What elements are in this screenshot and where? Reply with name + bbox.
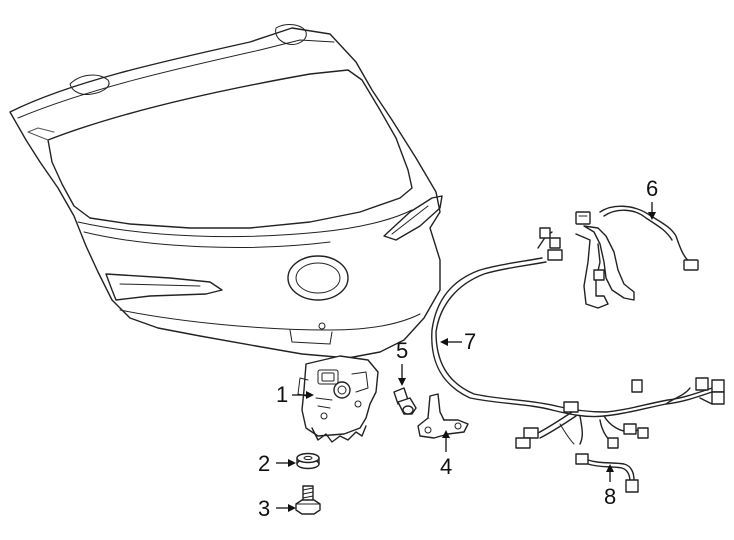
callout-number: 1 (276, 382, 288, 407)
harness-upper (537, 205, 699, 309)
callout-1: 1 (276, 382, 314, 407)
callout-2: 2 (258, 451, 296, 476)
callout-4: 4 (440, 430, 452, 479)
harness-main (431, 257, 725, 449)
callout-number: 8 (604, 484, 616, 509)
callout-number: 7 (464, 329, 476, 354)
bolt (295, 485, 321, 515)
grommet (296, 452, 320, 470)
striker-bracket (417, 393, 469, 439)
liftgate-panel (9, 24, 443, 359)
callout-number: 5 (396, 338, 408, 363)
callout-number: 2 (258, 451, 270, 476)
callout-number: 4 (440, 454, 452, 479)
latch-assembly (297, 355, 379, 443)
callout-number: 6 (646, 176, 658, 201)
callout-7: 7 (440, 329, 476, 354)
harness-short (575, 453, 639, 493)
callout-8: 8 (604, 464, 616, 509)
socket-bulb (393, 387, 417, 415)
callout-5: 5 (396, 338, 408, 386)
callout-6: 6 (646, 176, 658, 220)
callout-3: 3 (258, 496, 296, 521)
callout-number: 3 (258, 496, 270, 521)
